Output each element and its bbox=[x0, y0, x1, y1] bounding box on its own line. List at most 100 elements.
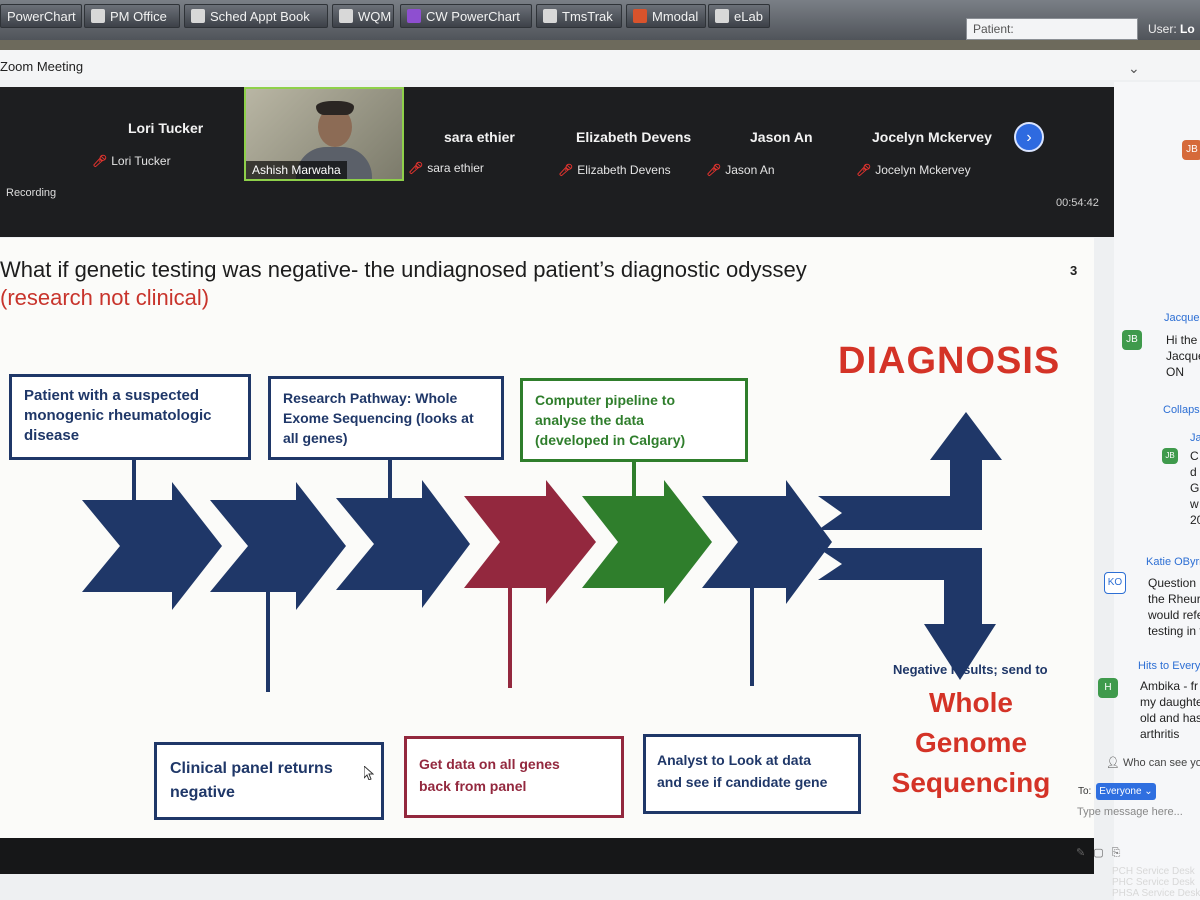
shared-slide: What if genetic testing was negative- th… bbox=[0, 238, 1094, 838]
chat-line: old and has bbox=[1140, 711, 1200, 725]
slide-title: What if genetic testing was negative- th… bbox=[0, 257, 807, 282]
chat-toolbar: ✎▢⎘ bbox=[1076, 846, 1128, 860]
patient-search-input[interactable]: Patient: bbox=[966, 18, 1138, 40]
chevron-down-icon[interactable]: ⌄ bbox=[1128, 60, 1140, 76]
chat-avatar-1: JB bbox=[1182, 140, 1200, 160]
wqm-icon bbox=[339, 9, 353, 23]
taskbar-cw-powerchart[interactable]: CW PowerChart bbox=[400, 4, 532, 28]
box-line: Exome Sequencing (looks at bbox=[283, 410, 474, 426]
desktop-service-desk-labels: PCH Service Desk PHC Service Desk PHSA S… bbox=[1112, 866, 1200, 899]
file-icon[interactable]: ⎘ bbox=[1111, 847, 1129, 859]
taskbar-tmstrak[interactable]: TmsTrak bbox=[536, 4, 622, 28]
chat-line: my daughte bbox=[1140, 695, 1200, 709]
box-computer-pipeline: Computer pipeline to analyse the data (d… bbox=[520, 378, 748, 462]
chat-avatar-4: KO bbox=[1104, 572, 1126, 594]
chevron-arrow-6 bbox=[702, 480, 832, 604]
chat-line: Ambika - fr bbox=[1140, 679, 1199, 693]
participant-name-elizabeth: Elizabeth Devens bbox=[576, 129, 692, 145]
cw-label: CW PowerChart bbox=[426, 8, 520, 24]
active-speaker-video[interactable]: Ashish Marwaha bbox=[244, 87, 404, 181]
sched-label: Sched Appt Book bbox=[210, 8, 310, 24]
chat-message-2: C d G w 20 bbox=[1190, 448, 1200, 528]
muted-mic-icon: 🎤︎ bbox=[408, 161, 424, 175]
taskbar-powerchart[interactable]: PowerChart bbox=[0, 4, 82, 28]
chat-line: 20 bbox=[1190, 513, 1200, 527]
meeting-timer: 00:54:42 bbox=[1056, 197, 1099, 209]
service-desk-line: PHSA Service Desk bbox=[1112, 888, 1200, 899]
box-line: negative bbox=[170, 784, 235, 801]
recipient-dropdown[interactable]: Everyone ⌄ bbox=[1096, 783, 1156, 800]
participant-sub-sara: 🎤︎sara ethier bbox=[408, 161, 484, 175]
split-arrow-up bbox=[818, 412, 1002, 530]
chevron-arrow-5 bbox=[582, 480, 712, 604]
taskbar-sched-appt-book[interactable]: Sched Appt Book bbox=[184, 4, 328, 28]
pm-office-icon bbox=[91, 9, 105, 23]
chat-line: ON bbox=[1166, 365, 1184, 379]
to-label: To: bbox=[1078, 786, 1092, 797]
format-icon[interactable]: ✎ bbox=[1076, 847, 1094, 859]
chat-sender-4: Hits to Everyo bbox=[1138, 660, 1200, 672]
taskbar-wqm[interactable]: WQM bbox=[332, 4, 394, 28]
participant-sub-label: sara ethier bbox=[427, 161, 484, 175]
taskbar: PowerChart PM Office Sched Appt Book WQM… bbox=[0, 0, 1200, 40]
participant-name-jocelyn: Jocelyn Mckervey bbox=[872, 129, 992, 145]
participant-sub-label: Jocelyn Mckervey bbox=[875, 163, 971, 177]
chat-line: G bbox=[1190, 481, 1200, 495]
muted-mic-icon: 🎤︎ bbox=[558, 163, 574, 177]
wgs-line: Whole bbox=[929, 687, 1013, 718]
window-titlebar: Zoom Meeting bbox=[0, 50, 1200, 80]
cw-powerchart-icon bbox=[407, 9, 421, 23]
chat-line: Hi the bbox=[1166, 333, 1198, 347]
participant-sub-lori: 🎤︎Lori Tucker bbox=[92, 154, 171, 168]
taskbar-mmodal[interactable]: Mmodal bbox=[626, 4, 706, 28]
chat-sender-3: Katie OByrn bbox=[1146, 556, 1200, 568]
box-line: Patient with a suspected bbox=[24, 387, 200, 404]
patient-label: Patient: bbox=[973, 22, 1014, 36]
participant-sub-jocelyn: 🎤︎Jocelyn Mckervey bbox=[856, 163, 971, 177]
tmstrak-label: TmsTrak bbox=[562, 8, 613, 24]
collapse-link[interactable]: Collaps bbox=[1163, 404, 1200, 416]
chat-message-input[interactable]: Type message here... bbox=[1077, 806, 1183, 818]
box-line: Computer pipeline to bbox=[535, 392, 675, 408]
participant-sub-label: Jason An bbox=[725, 163, 775, 177]
recording-label: Recording bbox=[6, 187, 57, 199]
whole-genome-sequencing: Whole Genome Sequencing bbox=[890, 683, 1052, 803]
user-indicator: User: Lo bbox=[1148, 22, 1195, 36]
box-line: Research Pathway: Whole bbox=[283, 390, 458, 406]
chevron-arrow-4 bbox=[464, 480, 596, 604]
box-line: monogenic rheumatologic bbox=[24, 407, 212, 424]
box-line: Get data on all genes bbox=[419, 756, 560, 772]
participant-gallery: Lori Tucker 🎤︎Lori Tucker Ashish Marwaha… bbox=[0, 87, 1114, 237]
window-title: Zoom Meeting bbox=[0, 59, 84, 74]
chat-panel bbox=[1114, 82, 1200, 900]
wgs-line: Genome bbox=[914, 727, 1028, 758]
box-line: disease bbox=[24, 427, 80, 444]
screenshot-icon[interactable]: ▢ bbox=[1093, 847, 1112, 859]
user-value: Lo bbox=[1180, 22, 1195, 36]
chat-line: would refe bbox=[1148, 608, 1200, 622]
next-page-button[interactable]: › bbox=[1014, 122, 1044, 152]
wgs-line: Sequencing bbox=[891, 767, 1051, 798]
speaker-hair-shape bbox=[316, 101, 354, 115]
chat-line: w bbox=[1190, 497, 1199, 511]
diagnosis-heading: DIAGNOSIS bbox=[838, 340, 1061, 382]
chat-line: C bbox=[1190, 449, 1199, 463]
chat-line: arthritis bbox=[1140, 727, 1180, 741]
pm-office-label: PM Office bbox=[110, 8, 167, 24]
mouse-cursor-icon bbox=[364, 766, 374, 780]
box-line: Clinical panel returns bbox=[170, 760, 333, 777]
taskbar-elab[interactable]: eLab bbox=[708, 4, 770, 28]
taskbar-pm-office[interactable]: PM Office bbox=[84, 4, 180, 28]
who-can-see-messages[interactable]: 👤︎ Who can see your m bbox=[1106, 756, 1200, 769]
box-clinical-panel: Clinical panel returns negative bbox=[154, 742, 384, 820]
negative-results-note: Negative results; send to bbox=[893, 662, 1048, 677]
chat-message-4: Ambika - fr my daughte old and has arthr… bbox=[1140, 678, 1200, 742]
chat-avatar-5: H bbox=[1098, 678, 1118, 698]
muted-mic-icon: 🎤︎ bbox=[706, 163, 722, 177]
box-line: (developed in Calgary) bbox=[535, 432, 686, 448]
box-line: Analyst to Look at data bbox=[657, 752, 812, 768]
slide-bottom-bar bbox=[0, 838, 1094, 874]
chat-line: Jacque bbox=[1166, 349, 1200, 363]
service-desk-line: PCH Service Desk bbox=[1112, 866, 1195, 877]
box-line: and see if candidate gene bbox=[657, 774, 828, 790]
